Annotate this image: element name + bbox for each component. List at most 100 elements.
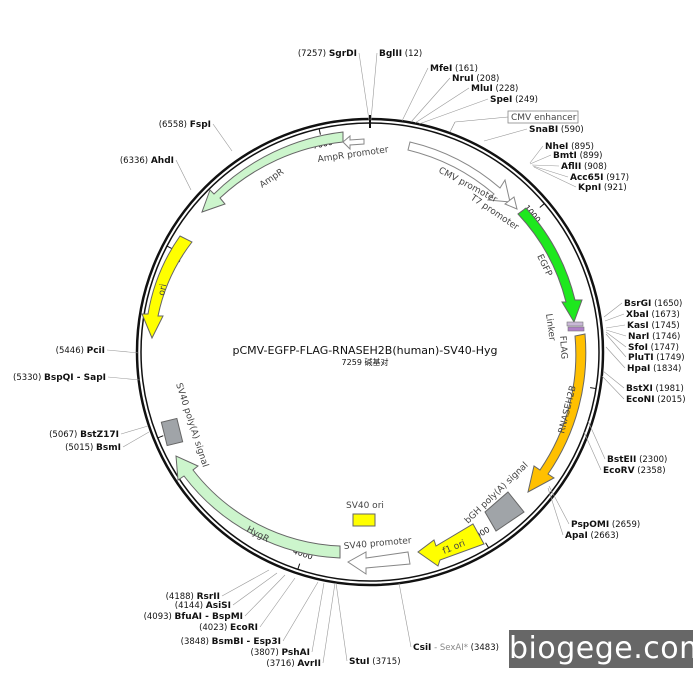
restriction-site[interactable]: EcoNI (2015) (601, 375, 686, 405)
site-name: NheI (545, 142, 568, 152)
site-name: SnaBI (529, 125, 558, 135)
restriction-site[interactable]: Acc65I (917) (532, 165, 629, 183)
site-position: (1747) (648, 343, 679, 353)
feature-linker-box[interactable] (566, 321, 584, 327)
restriction-site[interactable]: CsiI - SexAI* (3483) (398, 582, 499, 653)
restriction-site[interactable]: SfoI (1747) (605, 331, 679, 353)
site-leader-line (529, 145, 544, 164)
feature-sv40-ori-box[interactable] (352, 513, 376, 527)
site-name: SfoI (628, 343, 648, 353)
restriction-site[interactable]: EcoRV (2358) (583, 431, 666, 476)
site-label: (5330) BspQI - SapI (13, 373, 106, 383)
site-name: AsiSI (206, 601, 231, 611)
site-leader-line (259, 577, 296, 628)
restriction-site[interactable]: KpnI (921) (533, 166, 627, 193)
site-label: KasI (1745) (627, 321, 680, 331)
restriction-site[interactable]: BglII (12) (370, 49, 422, 121)
feature-cmv-promoter-arrow[interactable] (407, 141, 511, 203)
site-name: MluI (471, 84, 493, 94)
restriction-site[interactable]: (7257) SgrDI (298, 49, 370, 121)
restriction-site[interactable]: ApaI (2663) (547, 487, 619, 541)
site-leader-line (531, 164, 560, 167)
restriction-site[interactable]: (5015) BsmI (65, 431, 150, 453)
restriction-site[interactable]: NarI (1746) (605, 329, 680, 342)
sv40-promoter-label: SV40 promoter (343, 536, 412, 552)
site-leader-line (418, 98, 489, 125)
site-position: (2015) (655, 395, 686, 405)
feature-hygr-arrow[interactable] (175, 455, 341, 559)
site-name: BsmI (96, 443, 121, 453)
site-name: SgrDI (329, 49, 357, 59)
site-name: EcoRI (230, 623, 258, 633)
site-position: (899) (577, 151, 603, 161)
restriction-site[interactable]: HpaI (1834) (605, 346, 681, 374)
restriction-site[interactable]: (4144) AsiSI (175, 572, 278, 611)
restriction-site[interactable]: (4023) EcoRI (199, 577, 296, 633)
site-label: BsrGI (1650) (624, 299, 682, 309)
restriction-site[interactable]: BsrGI (1650) (603, 299, 682, 318)
restriction-site[interactable]: (6558) FspI (159, 120, 233, 152)
tick-mark (590, 387, 597, 390)
site-label: HpaI (1834) (627, 364, 681, 374)
feature-flag-box[interactable] (567, 326, 585, 332)
feature-ampr-arrow[interactable] (201, 131, 344, 213)
site-position: (1746) (649, 332, 680, 342)
site-position: (3807) (251, 648, 282, 658)
restriction-site[interactable]: MfeI (161) (401, 64, 478, 122)
restriction-site[interactable]: NruI (208) (410, 74, 500, 123)
feature-ori-arrow[interactable] (141, 235, 193, 340)
restriction-site[interactable]: BmtI (899) (529, 151, 603, 165)
site-leader-line (244, 574, 286, 617)
site-name: BsrGI (624, 299, 651, 309)
restriction-site[interactable]: SnaBI (590) (483, 125, 584, 142)
site-position: (161) (452, 64, 478, 74)
site-label: CsiI - SexAI* (3483) (413, 643, 499, 653)
restriction-site[interactable]: NheI (895) (529, 142, 594, 164)
restriction-site[interactable]: (4093) BfuAI - BspMI (144, 574, 286, 622)
restriction-site[interactable]: AflII (908) (531, 162, 607, 172)
site-leader-line (106, 349, 140, 354)
restriction-site[interactable]: (5446) PciI (56, 346, 140, 356)
site-leader-line (547, 487, 564, 536)
site-position: (2663) (588, 531, 619, 541)
feature-sv40-polya-box[interactable] (160, 417, 184, 447)
feature-rnaseh2b-arrow[interactable] (527, 333, 587, 493)
linker-label: Linker (543, 313, 557, 342)
plasmid-title: pCMV-EGFP-FLAG-RNASEH2B(human)-SV40-Hyg (232, 344, 497, 357)
restriction-site[interactable]: (5067) BstZ17I (49, 425, 149, 440)
feature-egfp-arrow[interactable] (517, 207, 583, 324)
restriction-site[interactable]: (3716) AvrII (266, 582, 336, 669)
site-leader-line (282, 581, 319, 642)
restriction-site[interactable]: MluI (228) (414, 84, 518, 124)
site-position: (2659) (609, 520, 640, 530)
feature-t7-promoter-arrow[interactable] (504, 196, 518, 210)
restriction-site[interactable]: SpeI (249) (418, 95, 538, 125)
site-leader-line (175, 159, 192, 191)
restriction-site[interactable]: (5330) BspQI - SapI (13, 373, 141, 383)
restriction-site[interactable]: KasI (1745) (605, 321, 680, 331)
restriction-site[interactable]: BstEII (2300) (587, 420, 667, 465)
feature-bgh-polya-box[interactable] (484, 491, 525, 532)
feature-ampr-promoter-arrow[interactable] (342, 134, 365, 151)
restriction-site[interactable]: (4188) RsrII (166, 569, 270, 602)
site-position: (208) (474, 74, 500, 84)
site-label: (3807) PshAI (251, 648, 311, 658)
restriction-site[interactable]: StuI (3715) (335, 582, 401, 667)
site-position: (249) (512, 95, 538, 105)
restriction-site[interactable]: (3807) PshAI (251, 582, 325, 658)
site-position: (1673) (649, 310, 680, 320)
restriction-site[interactable]: PspOMI (2659) (548, 485, 640, 530)
feature-f1-ori-arrow[interactable] (417, 523, 485, 567)
restriction-site[interactable]: BstXI (1981) (602, 370, 684, 394)
site-leader-line (602, 370, 625, 389)
restriction-site[interactable]: (6336) AhdI (120, 156, 192, 191)
restriction-site[interactable]: (3848) BsmBI - Esp3I (181, 581, 319, 647)
restriction-site[interactable]: XbaI (1673) (604, 310, 680, 322)
site-leader-line (605, 331, 627, 348)
feature-sv40-promoter-arrow[interactable] (347, 551, 411, 575)
restriction-site[interactable]: PluTI (1749) (605, 333, 685, 363)
site-leader-line (533, 166, 577, 188)
site-leader-line (603, 302, 623, 318)
